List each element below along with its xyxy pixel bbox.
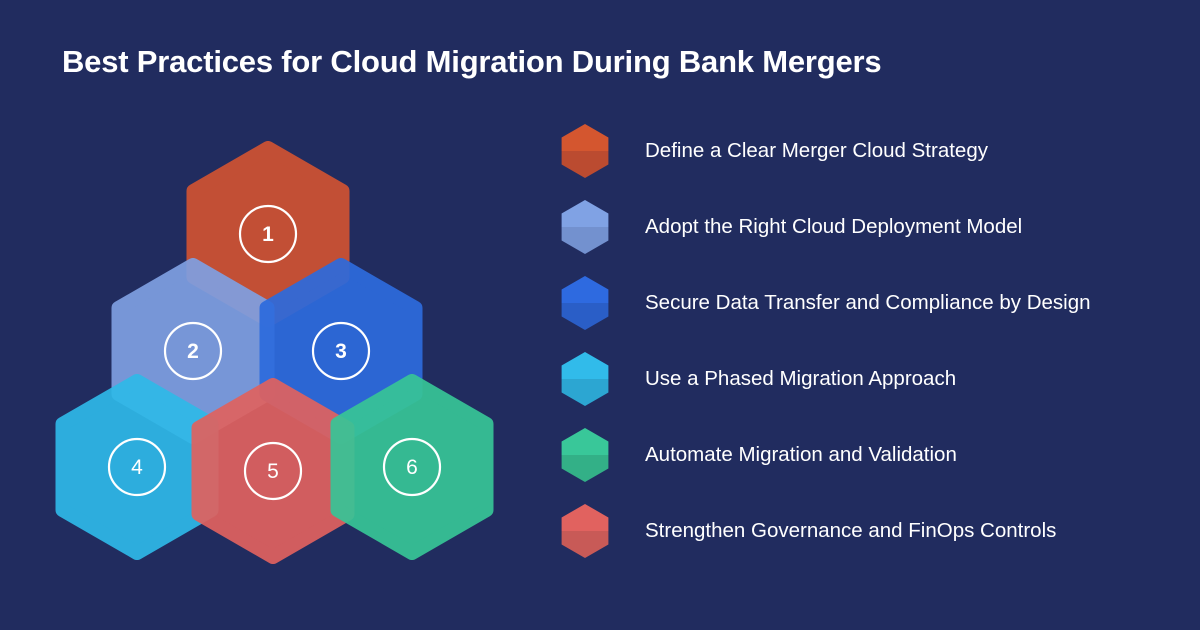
- number-circle: [382, 437, 442, 497]
- practice-hexagon-icon: [561, 124, 609, 178]
- practice-label-1: Define a Clear Merger Cloud Strategy: [645, 139, 988, 162]
- practice-hexagon-icon: [561, 276, 609, 330]
- practice-label-6: Strengthen Governance and FinOps Control…: [645, 519, 1057, 542]
- hexagon-number: 1: [262, 223, 274, 246]
- hexagon-shape: [330, 374, 494, 560]
- number-circle: [163, 321, 223, 381]
- hexagon-number: 6: [406, 456, 418, 479]
- hexagon-5: 5: [191, 378, 355, 564]
- hexagon-6: 6: [330, 374, 494, 560]
- practice-label-3: Secure Data Transfer and Compliance by D…: [645, 291, 1091, 314]
- number-circle: [243, 441, 303, 501]
- practice-label-4: Use a Phased Migration Approach: [645, 367, 957, 390]
- number-circle: [311, 321, 371, 381]
- practice-label-2: Adopt the Right Cloud Deployment Model: [645, 215, 1023, 238]
- practice-hexagon-icon: [561, 352, 609, 406]
- practice-label-5: Automate Migration and Validation: [645, 443, 957, 466]
- hexagon-number: 3: [335, 340, 347, 363]
- number-circle: [107, 437, 167, 497]
- hexagon-number: 4: [131, 456, 143, 479]
- hexagon-4: 4: [55, 374, 219, 560]
- practice-hexagon-icon: [561, 504, 609, 558]
- page-title: Best Practices for Cloud Migration Durin…: [62, 44, 882, 79]
- hexagon-number: 5: [267, 460, 279, 483]
- hexagon-number: 2: [187, 340, 199, 363]
- practice-hexagon-icon: [561, 200, 609, 254]
- number-circle: [238, 204, 298, 264]
- practice-hexagon-icon: [561, 428, 609, 482]
